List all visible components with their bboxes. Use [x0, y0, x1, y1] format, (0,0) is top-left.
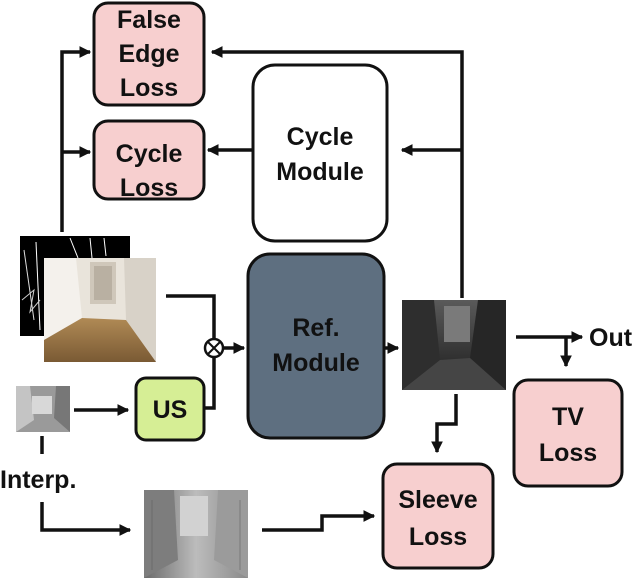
cycle-loss-box: Cycle Loss [92, 119, 206, 202]
refined-output-image [402, 300, 506, 390]
us-label: US [153, 396, 188, 424]
arrow-input-to-false-edge-loss [60, 46, 92, 232]
sleeve-loss-box: Sleeve Loss [381, 462, 495, 570]
false-edge-loss-line-1: False [117, 6, 181, 34]
sleeve-loss-line-1: Sleeve [398, 486, 477, 514]
interpolation-label: Interp. [0, 466, 76, 494]
multiply-circle-icon [203, 337, 225, 359]
ref-module-box: Ref. Module [246, 252, 386, 440]
input-rgb-image [44, 258, 156, 362]
ref-module-line-1: Ref. [292, 314, 339, 342]
us-box: US [134, 376, 206, 442]
cycle-module-line-2: Module [276, 158, 364, 186]
cycle-loss-line-2: Loss [120, 174, 178, 202]
tv-loss-line-2: Loss [539, 439, 597, 467]
arrow-interp-to-dense [40, 502, 132, 536]
arrow-dense-to-sleeve-loss [262, 510, 376, 532]
ref-module-line-2: Module [272, 349, 360, 377]
tv-loss-line-1: TV [552, 403, 584, 431]
arrow-output-to-false-edge-loss [210, 46, 464, 298]
line-us-to-multiply [204, 358, 216, 410]
sparse-depth-image [16, 386, 70, 432]
interpolated-depth-image [144, 490, 248, 578]
cycle-module-box: Cycle Module [251, 63, 389, 243]
connectors [40, 46, 584, 536]
false-edge-loss-line-2: Edge [118, 40, 179, 68]
false-edge-loss-line-3: Loss [120, 74, 178, 102]
cycle-loss-line-1: Cycle [116, 140, 183, 168]
output-label: Out [589, 324, 633, 352]
cycle-module-line-1: Cycle [287, 123, 354, 151]
sleeve-loss-line-2: Loss [409, 523, 467, 551]
line-rgb-to-multiply [166, 294, 216, 338]
arrow-output-to-sleeve-loss [431, 394, 458, 454]
false-edge-loss-box: False Edge Loss [92, 1, 206, 107]
tv-loss-box: TV Loss [512, 378, 624, 488]
